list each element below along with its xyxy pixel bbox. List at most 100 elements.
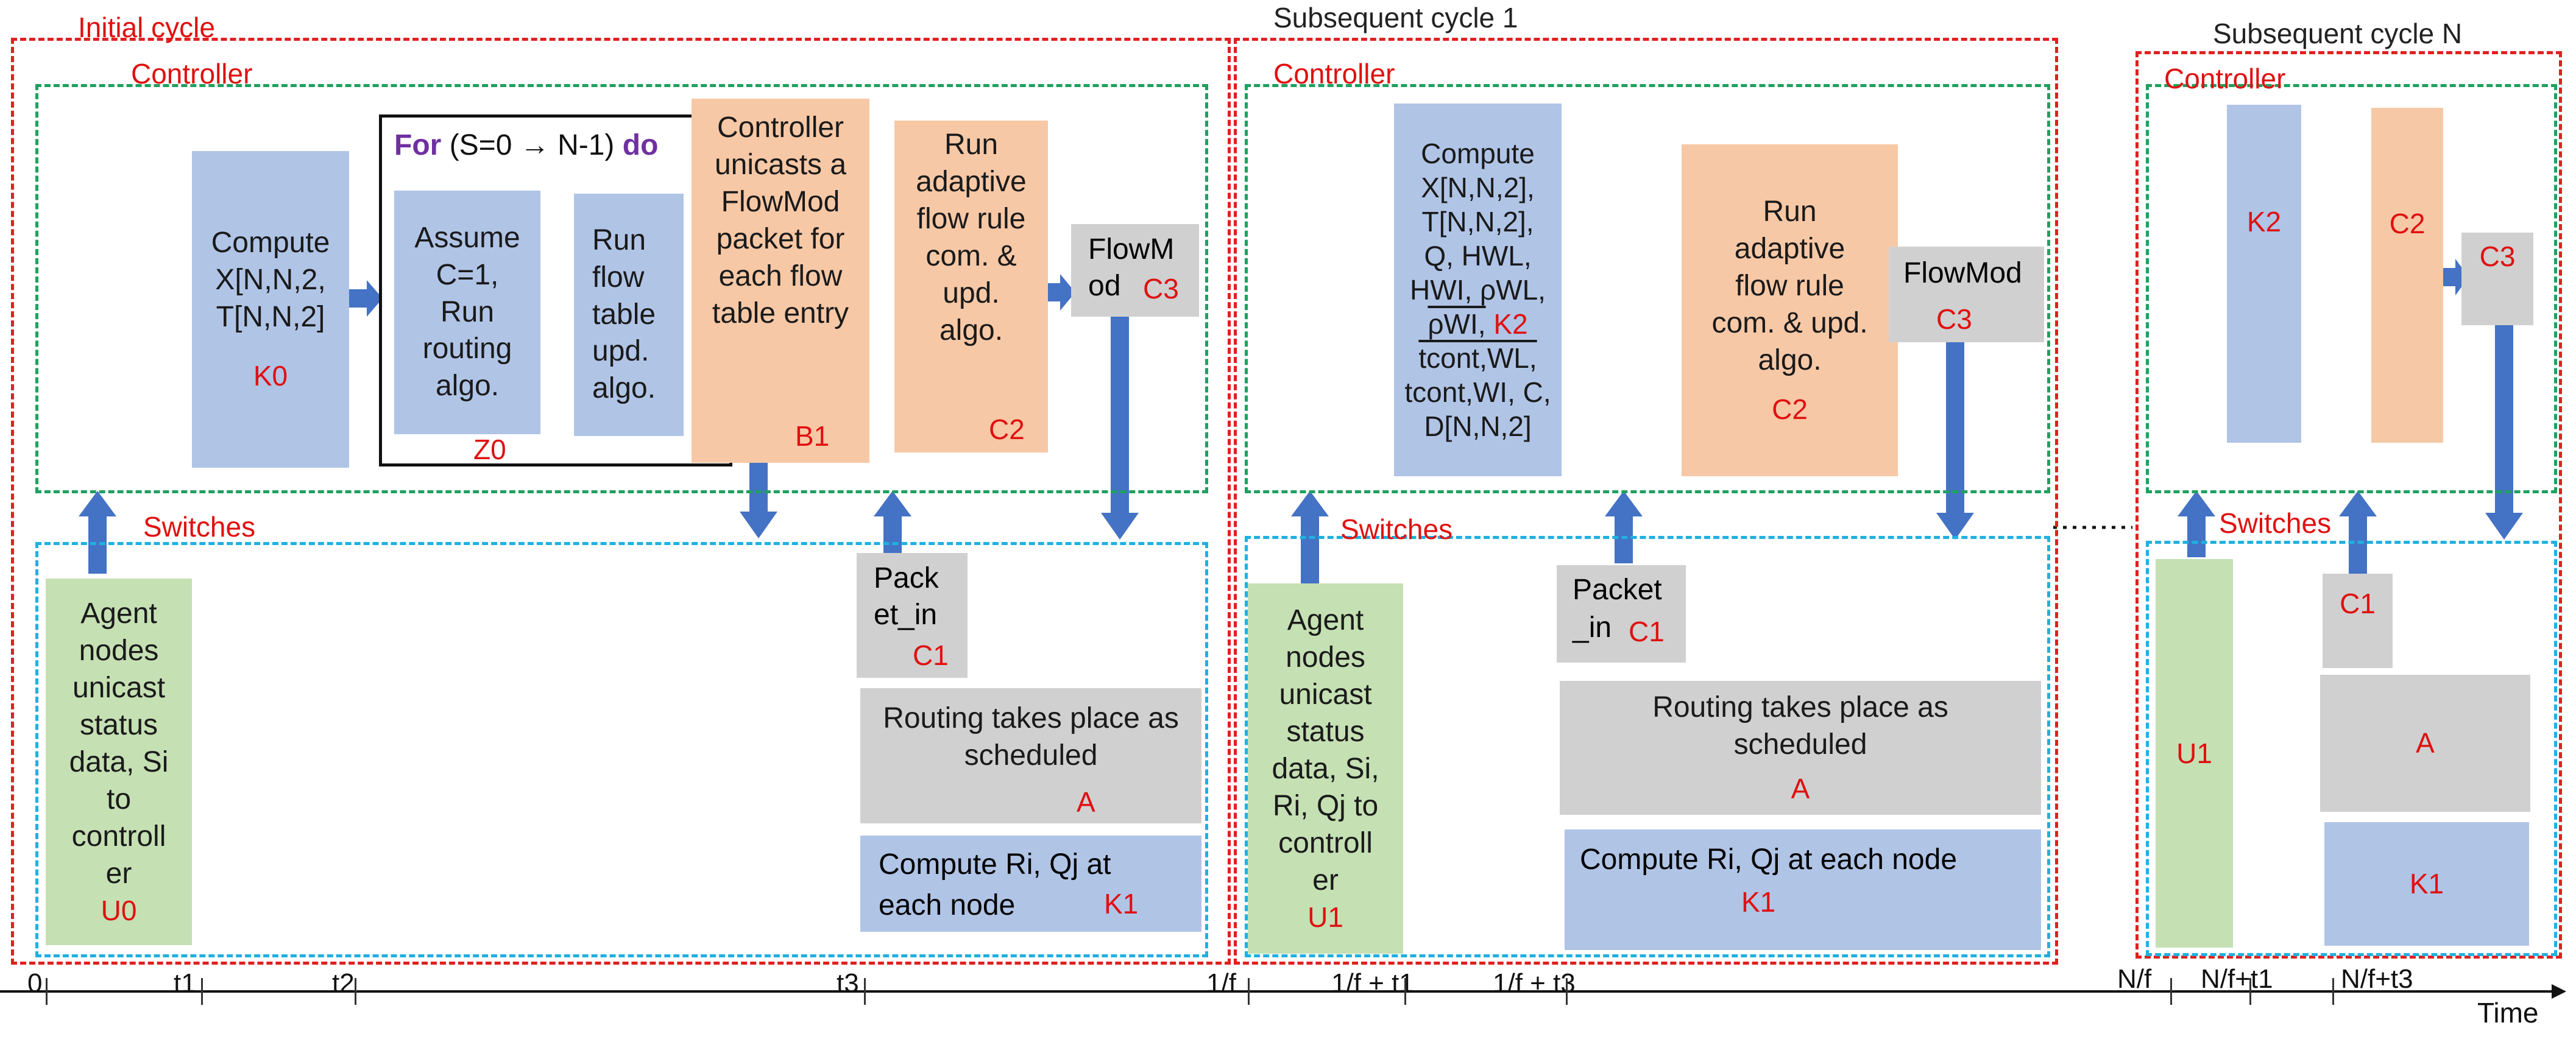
- subN-switches-label: Switches: [2219, 507, 2332, 539]
- arrow-k0-z0: [347, 280, 383, 317]
- block-an: A: [2320, 675, 2530, 812]
- block-u0: Agent nodes unicast status data, Si to c…: [46, 579, 192, 945]
- block-k2-line1: Compute: [1421, 137, 1535, 169]
- tick-mark-t3: [864, 978, 866, 1005]
- block-k1-tag: K1: [1104, 888, 1139, 920]
- block-z0-assume-text: Assume C=1, Run routing algo.: [414, 221, 520, 403]
- block-k2-tag: K2: [1493, 308, 1528, 340]
- block-c1b: Packet _in C1: [1557, 565, 1686, 663]
- block-k1b: Compute Ri, Qj at each node K1: [1565, 829, 2041, 950]
- block-c2: Run adaptive flow rule com. & upd. algo.…: [894, 121, 1048, 452]
- sub1-switches-label: Switches: [1340, 513, 1453, 545]
- block-a2: Routing takes place as scheduled A: [1560, 681, 2041, 815]
- block-a2-tag: A: [1791, 772, 1810, 804]
- block-z0-tag: Z0: [473, 434, 506, 465]
- arrow-c3n-down: [2485, 323, 2523, 540]
- block-c1b-text: Packet _in: [1573, 574, 1662, 644]
- arrow-b1-down: [740, 456, 777, 538]
- block-b1-tag: B1: [795, 420, 830, 452]
- block-c3n-tag: C3: [2479, 241, 2516, 272]
- block-b1-text: Controller unicasts a FlowMod packet for…: [712, 111, 849, 329]
- arrow-u0-up: [79, 491, 116, 574]
- block-z0-assume: Assume C=1, Run routing algo.: [394, 191, 540, 434]
- block-k2n-tag: K2: [2246, 206, 2282, 238]
- block-k1b-tag: K1: [1741, 886, 1776, 918]
- subN-cycle-title: Subsequent cycle N: [2213, 18, 2463, 49]
- block-c1-tag: C1: [913, 639, 949, 671]
- arrow-c1n-up: [2339, 491, 2377, 574]
- block-u1: Agent nodes unicast status data, Si, Ri,…: [1248, 583, 1403, 954]
- tick-mark-t1: [201, 978, 203, 1005]
- block-k0-text: Compute X[N,N,2, T[N,N,2]: [211, 227, 330, 334]
- block-z0-flow-text: Run flow table upd. algo.: [592, 224, 656, 405]
- block-c2b: Run adaptive flow rule com. & upd. algo.…: [1682, 144, 1898, 476]
- arrow-c2-c3: [1042, 274, 1075, 311]
- block-k1: Compute Ri, Qj at each node K1: [860, 836, 1201, 932]
- block-a2-text: Routing takes place as scheduled: [1652, 691, 1948, 761]
- block-a-text: Routing takes place as scheduled: [883, 702, 1179, 772]
- tick-mark-nf: [2170, 978, 2172, 1005]
- arrow-c1-up: [874, 491, 911, 554]
- tick-mark-nf-t3: [2332, 978, 2334, 1005]
- tick-mark-t2: [355, 978, 356, 1005]
- block-c2b-text: Run adaptive flow rule com. & upd. algo.: [1711, 195, 1868, 376]
- z0-header-range: (S=0 → N-1): [449, 129, 615, 161]
- block-u0-text: Agent nodes unicast status data, Si to c…: [69, 597, 169, 890]
- block-c2-tag: C2: [989, 414, 1025, 445]
- block-a: Routing takes place as scheduled A: [860, 688, 1201, 823]
- block-k1n-tag: K1: [2409, 868, 2444, 900]
- arrow-c1b-up: [1605, 491, 1643, 563]
- block-k2-line6: ρWI, K2: [1428, 308, 1528, 340]
- block-c3b-text: FlowMod: [1903, 257, 2022, 289]
- tick-mark-nf-t1: [2249, 978, 2251, 1005]
- block-c3-tag: C3: [1143, 273, 1179, 305]
- block-k0: Compute X[N,N,2, T[N,N,2] K0: [192, 151, 349, 468]
- block-k1-text: Compute Ri, Qj at each node: [879, 848, 1111, 922]
- block-k2: Compute X[N,N,2], T[N,N,2], Q, HWL, HWI,…: [1394, 104, 1562, 476]
- arrow-c3b-down: [1936, 342, 1974, 540]
- block-c2n-tag: C2: [2389, 207, 2426, 239]
- subN-controller-label: Controller: [2164, 63, 2286, 94]
- tick-label-1f-t3: 1/f + t3: [1493, 968, 1576, 998]
- sub1-cycle-title: Subsequent cycle 1: [1273, 2, 1518, 33]
- block-k2-line5: HWI, ρWL,: [1410, 273, 1546, 306]
- block-c3n: C3: [2461, 233, 2533, 325]
- block-c1b-tag: C1: [1629, 616, 1665, 647]
- block-c3: FlowM od C3: [1071, 224, 1199, 317]
- arrow-u1n-up: [2178, 491, 2215, 557]
- block-k0-tag: K0: [253, 360, 288, 392]
- z0-header-for: For: [394, 129, 442, 161]
- block-k2-line3: T[N,N,2],: [1421, 205, 1534, 238]
- sub1-controller-frame: [1245, 84, 2050, 493]
- tick-mark-0: [46, 978, 48, 1005]
- subN-controller-frame: [2146, 84, 2557, 493]
- initial-cycle-title: Initial cycle: [78, 12, 215, 43]
- tick-label-nf: N/f: [2117, 964, 2152, 994]
- z0-header-do: do: [622, 129, 659, 161]
- initial-controller-label: Controller: [131, 58, 253, 90]
- subN-switches-frame: [2146, 541, 2557, 956]
- tick-label-1f: 1/f: [1206, 968, 1236, 998]
- time-axis-label: Time: [2477, 997, 2539, 1029]
- tick-label-0: 0: [27, 968, 43, 998]
- initial-controller-frame: [35, 84, 1208, 493]
- block-k1n: K1: [2324, 822, 2529, 946]
- z0-header: For (S=0 → N-1) do: [394, 128, 658, 162]
- block-u1-tag: U1: [1307, 901, 1343, 933]
- block-z0-flow: Run flow table upd. algo.: [574, 194, 684, 436]
- block-k2-line9: D[N,N,2]: [1424, 410, 1532, 443]
- block-k2n: K2: [2227, 105, 2301, 443]
- block-k1b-text: Compute Ri, Qj at each node: [1580, 843, 1958, 876]
- block-k2-line8: tcont,WI, C,: [1404, 376, 1551, 409]
- block-b1: Controller unicasts a FlowMod packet for…: [692, 99, 869, 463]
- tick-label-t3: t3: [837, 968, 859, 998]
- block-c2b-tag: C2: [1772, 393, 1808, 425]
- tick-label-1f-t1: 1/f + t1: [1331, 968, 1414, 998]
- block-k2-line2: X[N,N,2],: [1421, 171, 1535, 203]
- block-u1n-tag: U1: [2176, 737, 2212, 769]
- block-c1n: C1: [2323, 574, 2393, 668]
- block-an-tag: A: [2416, 727, 2435, 759]
- tick-mark-1f-t1: [1404, 978, 1406, 1005]
- sub1-cycle-frame: [1234, 38, 2058, 965]
